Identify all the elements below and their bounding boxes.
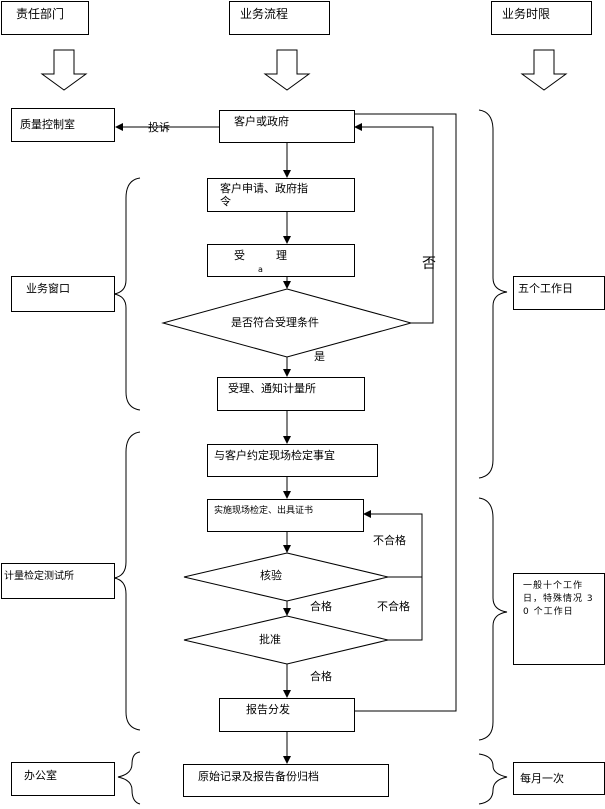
time-label: 一般十个工作日，特殊情况 30 个工作日 <box>523 581 594 617</box>
time-ten-days: 一般十个工作日，特殊情况 30 个工作日 <box>513 573 605 665</box>
node-label: 客户申请、政府指令 <box>220 182 308 208</box>
time-five-days: 五个工作日 <box>513 276 605 310</box>
dept-label: 质量控制室 <box>20 118 75 131</box>
node-distribute: 报告分发 <box>219 698 355 732</box>
node-label: 原始记录及报告备份归档 <box>198 770 319 783</box>
edge-label-complaint: 投诉 <box>148 121 170 134</box>
node-apply: 客户申请、政府指令 <box>207 178 355 212</box>
verify-diamond <box>183 552 389 602</box>
header-business-time-limit: 业务时限 <box>491 1 592 35</box>
dept-metrology-institute: 计量检定测试所 <box>1 563 115 599</box>
node-onsite: 实施现场检定、出具证书 <box>207 499 364 532</box>
header-label: 业务时限 <box>502 7 551 21</box>
approve-label: 批准 <box>259 633 281 646</box>
dept-label: 办公室 <box>24 769 57 782</box>
node-appointment: 与客户约定现场检定事宜 <box>207 444 378 477</box>
down-arrow-icon <box>263 49 311 91</box>
header-label: 责任部门 <box>16 7 65 21</box>
dept-business-window: 业务窗口 <box>11 276 115 312</box>
node-label: 与客户约定现场检定事宜 <box>214 449 335 462</box>
edge-label-fail: 不合格 <box>377 600 410 613</box>
approve-diamond <box>183 615 389 665</box>
header-label: 业务流程 <box>240 7 289 21</box>
edge-label-pass: 合格 <box>310 670 332 683</box>
brace-metrology <box>113 431 141 731</box>
brace-ten-days <box>478 497 508 741</box>
verify-label: 核验 <box>260 569 282 582</box>
dept-office: 办公室 <box>11 762 115 796</box>
edge-label-no: 否 <box>422 256 436 272</box>
dept-quality-control: 质量控制室 <box>11 108 115 142</box>
node-label: 受 <box>234 249 245 262</box>
node-customer-or-gov: 客户或政府 <box>219 110 355 143</box>
node-label: 实施现场检定、出具证书 <box>214 506 314 516</box>
node-notify: 受理、通知计量所 <box>217 377 365 411</box>
header-responsible-dept: 责任部门 <box>1 1 89 35</box>
node-accept: 受 理 a <box>207 244 355 277</box>
header-business-process: 业务流程 <box>229 1 330 35</box>
node-label: 报告分发 <box>246 703 290 716</box>
down-arrow-icon <box>520 49 568 91</box>
brace-office <box>117 751 141 805</box>
node-label: 客户或政府 <box>234 115 289 128</box>
time-label: 五个工作日 <box>518 282 573 295</box>
dept-label: 计量检定测试所 <box>4 571 74 582</box>
node-label: 理 <box>276 249 287 262</box>
node-label: 受理、通知计量所 <box>228 382 316 395</box>
brace-business-window <box>113 177 141 411</box>
down-arrow-icon <box>40 49 88 91</box>
node-mark: a <box>258 265 263 274</box>
edge-label-yes: 是 <box>314 350 325 363</box>
time-label: 每月一次 <box>520 772 564 785</box>
condition-label: 是否符合受理条件 <box>231 316 319 329</box>
dept-label: 业务窗口 <box>26 282 70 295</box>
node-archive: 原始记录及报告备份归档 <box>183 764 389 797</box>
edge-label-pass: 合格 <box>310 600 332 613</box>
brace-five-days <box>478 109 508 479</box>
time-monthly: 每月一次 <box>513 762 605 795</box>
edge-label-fail: 不合格 <box>373 534 406 547</box>
brace-monthly <box>478 753 508 805</box>
